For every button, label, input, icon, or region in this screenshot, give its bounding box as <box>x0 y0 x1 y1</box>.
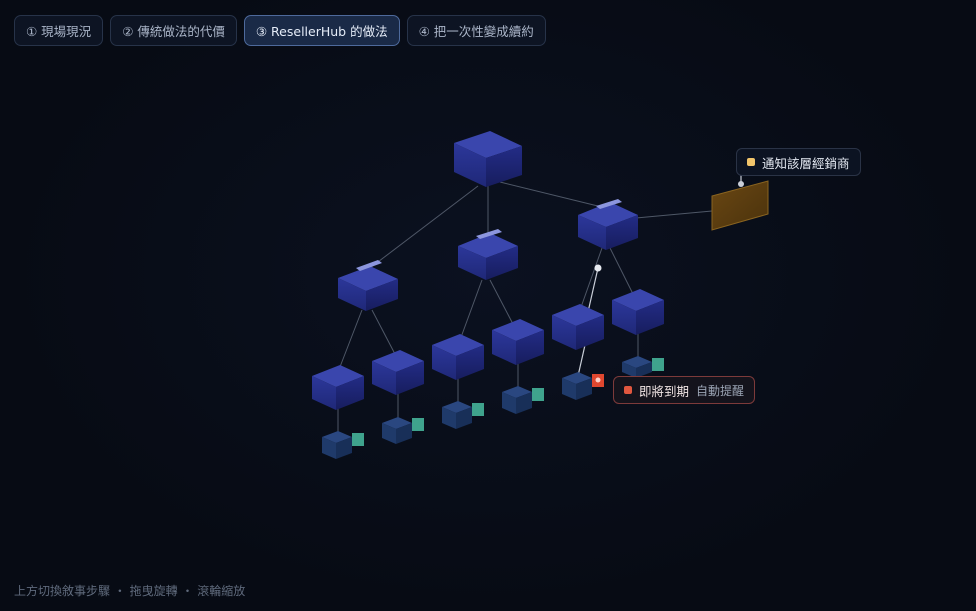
edges <box>337 181 713 434</box>
edge <box>635 210 713 219</box>
tab-step-3[interactable]: ③ ResellerHub 的做法 <box>243 15 400 46</box>
node-level2-center[interactable] <box>458 229 518 280</box>
leaf-node[interactable] <box>322 431 364 459</box>
edge <box>371 309 397 357</box>
leaf-node[interactable] <box>622 356 664 378</box>
node-level2-left[interactable] <box>338 260 398 311</box>
notify-dot-icon <box>747 158 755 166</box>
notify-reseller-callout: 通知該層經銷商 <box>736 148 861 176</box>
edge <box>369 185 479 269</box>
leaf-status-tag <box>352 433 364 446</box>
node-level3[interactable] <box>492 319 544 365</box>
notify-panel[interactable] <box>711 180 769 231</box>
alert-icon <box>595 377 601 383</box>
interaction-hint: 上方切換敘事步驟 ・ 拖曳旋轉 ・ 滾輪縮放 <box>14 584 246 598</box>
edge <box>489 279 515 327</box>
expiry-sub-label: 自動提醒 <box>696 383 745 398</box>
leaf-node[interactable] <box>502 386 544 414</box>
node-root[interactable] <box>454 131 522 187</box>
expiry-dot-icon <box>624 386 632 394</box>
node-level3[interactable] <box>432 334 484 380</box>
tab-step-4[interactable]: ④ 把一次性變成續約 <box>406 15 546 46</box>
tab-step-2[interactable]: ② 傳統做法的代價 <box>110 15 237 46</box>
leaf-status-tag <box>532 388 544 401</box>
leaf-status-tag <box>472 403 484 416</box>
node-highlight <box>356 260 382 271</box>
notify-label: 通知該層經銷商 <box>762 155 850 171</box>
edge <box>499 181 607 209</box>
node-level3[interactable] <box>312 365 364 410</box>
path-node-dot <box>594 264 602 272</box>
tab-step-1[interactable]: ① 現場現況 <box>14 15 104 46</box>
expiry-callout: 即將到期 自動提醒 <box>613 376 756 404</box>
edge <box>459 279 483 341</box>
leaf-status-tag <box>652 358 664 371</box>
node-level3[interactable] <box>612 289 664 335</box>
leaf-status-tag <box>412 418 424 431</box>
edge <box>609 247 635 297</box>
story-step-tabs: ① 現場現況 ② 傳統做法的代價 ③ ResellerHub 的做法 ④ 把一次… <box>14 15 546 46</box>
node-highlight <box>476 229 502 239</box>
leaf-node-expiring[interactable] <box>562 372 604 400</box>
expiry-label: 即將到期 <box>639 383 690 399</box>
node-level2-right[interactable] <box>578 199 638 250</box>
node-level3[interactable] <box>372 350 424 395</box>
node-highlight <box>596 199 622 209</box>
leaf-node[interactable] <box>442 401 484 429</box>
edge <box>337 309 363 373</box>
leaf-node[interactable] <box>382 417 424 444</box>
edge <box>579 247 603 311</box>
path-node-dot <box>738 181 744 187</box>
node-level3-alert-parent[interactable] <box>552 304 604 350</box>
